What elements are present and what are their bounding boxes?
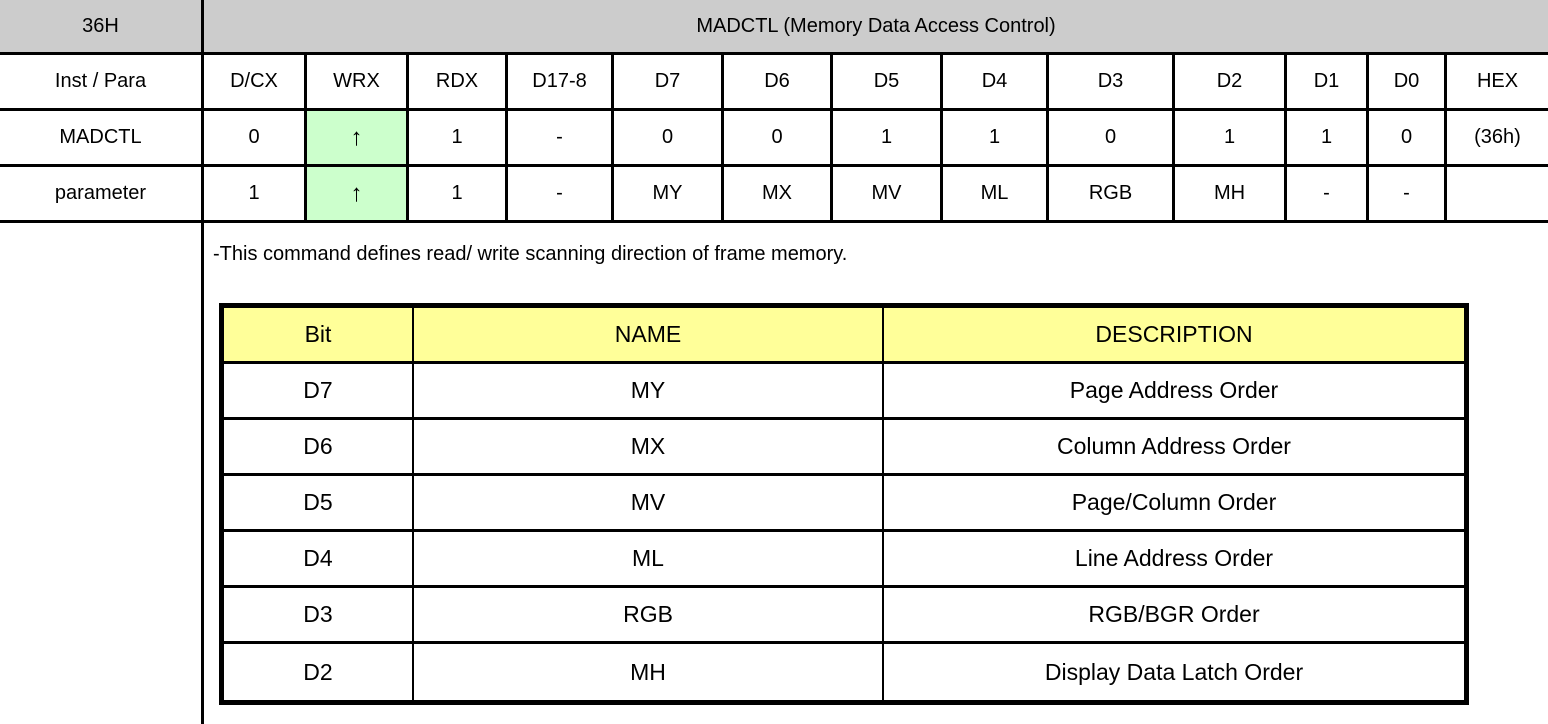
name-cell: RGB (414, 588, 884, 644)
bit-cell: D2 (224, 644, 414, 700)
wrx-strobe-cell: ↑ (307, 111, 409, 167)
cmd-cell: 1 (204, 167, 307, 223)
bit-cell: D7 (224, 364, 414, 420)
description-cell: Line Address Order (884, 532, 1464, 588)
cmd-cell: - (508, 167, 614, 223)
up-arrow-icon: ↑ (350, 179, 363, 207)
wrx-strobe-cell: ↑ (307, 167, 409, 223)
row-label-madctl: MADCTL (0, 111, 204, 167)
cmd-cell: 1 (1287, 111, 1369, 167)
col-header-hex: HEX (1447, 55, 1548, 111)
command-title: MADCTL (Memory Data Access Control) (204, 0, 1548, 55)
cmd-cell: MX (724, 167, 833, 223)
col-header-wrx: WRX (307, 55, 409, 111)
col-header-d1: D1 (1287, 55, 1369, 111)
hex-value-cell: (36h) (1447, 111, 1548, 167)
description-cell: Page/Column Order (884, 476, 1464, 532)
command-detail-content: -This command defines read/ write scanni… (204, 223, 1548, 724)
cmd-cell: 1 (943, 111, 1049, 167)
bit-definition-table: Bit NAME DESCRIPTION D7 MY Page Address … (219, 303, 1469, 705)
col-header-d7: D7 (614, 55, 724, 111)
bit-col-header: Bit (224, 308, 414, 364)
command-code: 36H (0, 0, 204, 55)
hex-value-cell (1447, 167, 1548, 223)
name-cell: MH (414, 644, 884, 700)
col-header-rdx: RDX (409, 55, 508, 111)
cmd-cell: 0 (614, 111, 724, 167)
command-table: 36H MADCTL (Memory Data Access Control) … (0, 0, 1548, 223)
cmd-cell: - (1287, 167, 1369, 223)
col-header-d4: D4 (943, 55, 1049, 111)
cmd-cell: 0 (724, 111, 833, 167)
cmd-cell: 0 (204, 111, 307, 167)
col-header-d6: D6 (724, 55, 833, 111)
cmd-cell: 1 (409, 111, 508, 167)
cmd-cell: 0 (1049, 111, 1175, 167)
name-cell: MV (414, 476, 884, 532)
command-detail-section: -This command defines read/ write scanni… (0, 223, 1548, 724)
bit-cell: D5 (224, 476, 414, 532)
row-label-parameter: parameter (0, 167, 204, 223)
bit-cell: D4 (224, 532, 414, 588)
cmd-cell: MY (614, 167, 724, 223)
cmd-cell: MV (833, 167, 943, 223)
bit-cell: D6 (224, 420, 414, 476)
description-cell: Display Data Latch Order (1044, 658, 1304, 685)
cmd-cell: - (1369, 167, 1447, 223)
name-cell: MY (414, 364, 884, 420)
name-cell: ML (414, 532, 884, 588)
col-header-dcx: D/CX (204, 55, 307, 111)
description-cell: Page Address Order (884, 364, 1464, 420)
cmd-cell: - (508, 111, 614, 167)
cmd-cell: 0 (1369, 111, 1447, 167)
description-cell: Column Address Order (884, 420, 1464, 476)
name-cell: MX (414, 420, 884, 476)
cmd-cell: 1 (833, 111, 943, 167)
left-column-divider (0, 223, 204, 724)
up-arrow-icon: ↑ (350, 123, 363, 151)
col-header-d3: D3 (1049, 55, 1175, 111)
name-col-header: NAME (414, 308, 884, 364)
col-header-d0: D0 (1369, 55, 1447, 111)
col-header-d17-8: D17-8 (508, 55, 614, 111)
col-header-d5: D5 (833, 55, 943, 111)
command-description: -This command defines read/ write scanni… (213, 243, 848, 265)
col-header-inst-para: Inst / Para (0, 55, 204, 111)
cmd-cell: RGB (1049, 167, 1175, 223)
cmd-cell: 1 (409, 167, 508, 223)
description-cell: RGB/BGR Order (884, 588, 1464, 644)
description-col-header: DESCRIPTION (884, 308, 1464, 364)
cmd-cell: MH (1175, 167, 1287, 223)
bit-cell: D3 (224, 588, 414, 644)
cmd-cell: 1 (1175, 111, 1287, 167)
cmd-cell: ML (943, 167, 1049, 223)
col-header-d2: D2 (1175, 55, 1287, 111)
